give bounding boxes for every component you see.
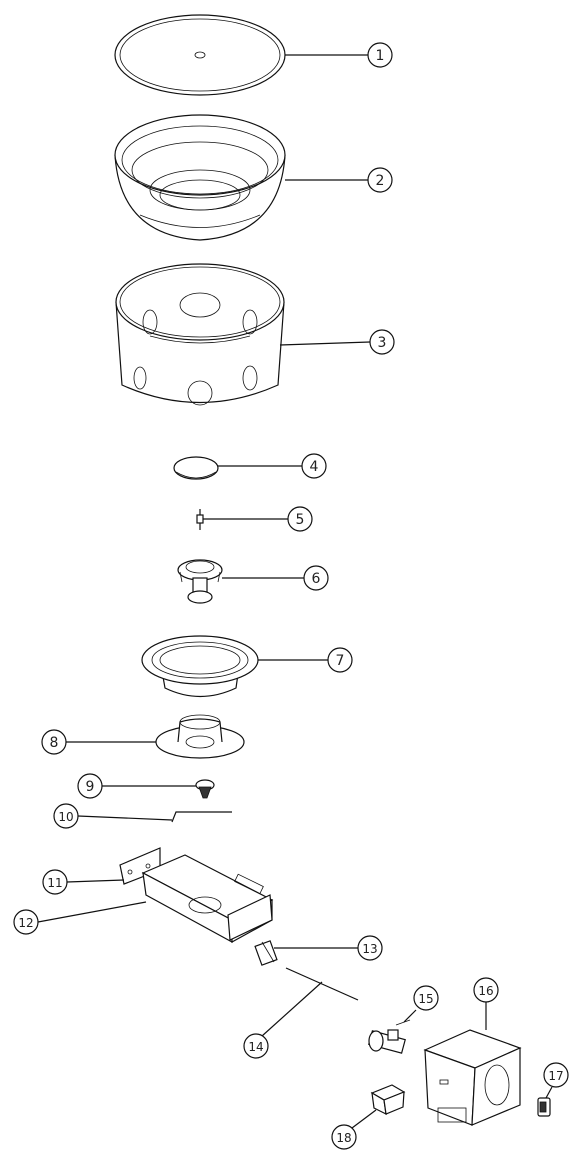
part-housing xyxy=(423,1029,522,1126)
callout-14-label: 14 xyxy=(248,1040,263,1054)
callout-4: 4 xyxy=(301,453,327,479)
part-bowl xyxy=(114,114,286,241)
callout-12-label: 12 xyxy=(18,916,33,930)
callout-15: 15 xyxy=(413,985,439,1011)
callout-6-label: 6 xyxy=(312,571,321,587)
callout-1: 1 xyxy=(367,42,393,68)
callout-1-label: 1 xyxy=(376,48,385,64)
callout-10: 10 xyxy=(53,803,79,829)
callout-11: 11 xyxy=(42,869,68,895)
callout-18: 18 xyxy=(331,1124,357,1150)
part-switch xyxy=(537,1097,551,1117)
callout-5-label: 5 xyxy=(296,512,305,528)
callout-12: 12 xyxy=(13,909,39,935)
callout-8: 8 xyxy=(41,729,67,755)
callout-7: 7 xyxy=(327,647,353,673)
callout-4-label: 4 xyxy=(310,459,319,475)
part-drum xyxy=(115,263,285,406)
part-orifice xyxy=(195,779,215,799)
part-valve xyxy=(368,1019,411,1054)
callout-15-label: 15 xyxy=(418,992,433,1006)
part-tube xyxy=(285,967,359,1001)
callout-16-label: 16 xyxy=(478,984,493,998)
part-tray xyxy=(141,854,274,944)
part-l-rod xyxy=(171,811,232,823)
part-burner-head xyxy=(177,559,223,604)
part-spreader-plate xyxy=(155,714,245,759)
callout-3-label: 3 xyxy=(378,335,387,351)
callout-2: 2 xyxy=(367,167,393,193)
callout-17: 17 xyxy=(543,1062,569,1088)
callout-7-label: 7 xyxy=(336,653,345,669)
callout-2-label: 2 xyxy=(376,173,385,189)
callout-14: 14 xyxy=(243,1033,269,1059)
callout-8-label: 8 xyxy=(50,735,59,751)
callout-6: 6 xyxy=(303,565,329,591)
callout-17-label: 17 xyxy=(548,1069,563,1083)
callout-9-label: 9 xyxy=(86,779,95,795)
part-ring-collar xyxy=(141,635,259,697)
part-pin xyxy=(196,509,204,530)
part-igniter xyxy=(370,1084,406,1116)
part-cap xyxy=(173,456,219,480)
callout-10-label: 10 xyxy=(58,810,73,824)
callout-9: 9 xyxy=(77,773,103,799)
callout-16: 16 xyxy=(473,977,499,1003)
callout-18-label: 18 xyxy=(336,1131,351,1145)
part-fitting xyxy=(254,940,278,966)
callout-11-label: 11 xyxy=(47,876,62,890)
callout-13: 13 xyxy=(357,935,383,961)
leader-lines xyxy=(37,54,553,1129)
callout-3: 3 xyxy=(369,329,395,355)
part-lid xyxy=(114,14,286,96)
callout-13-label: 13 xyxy=(362,942,377,956)
callout-5: 5 xyxy=(287,506,313,532)
